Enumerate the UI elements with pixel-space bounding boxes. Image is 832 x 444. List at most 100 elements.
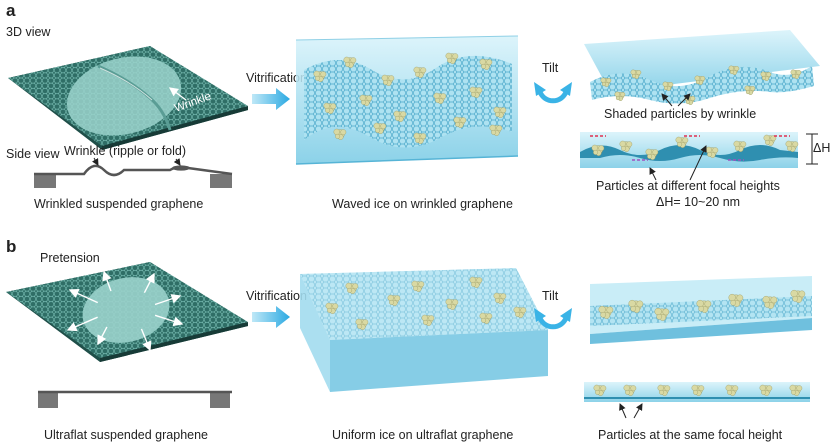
particle-group-uniform (325, 276, 527, 330)
particle (413, 132, 427, 144)
particle (759, 384, 773, 396)
support-right-flat (210, 392, 230, 408)
particle (725, 384, 739, 396)
side-view-wrinkled (34, 164, 233, 188)
particle (790, 289, 806, 303)
particle-group-waved (313, 52, 507, 144)
focal-height-markers (590, 135, 790, 161)
particle (479, 58, 493, 70)
step-tilt-a: Tilt (542, 61, 559, 75)
particle (333, 128, 347, 140)
caption-delta-h-range: ΔH= 10~20 nm (656, 195, 740, 209)
support-left-flat (38, 392, 58, 408)
particle (445, 52, 459, 64)
pretension-arrows (66, 270, 184, 352)
particle (760, 71, 772, 81)
particle (628, 299, 644, 313)
waved-ice-side-strip (580, 132, 799, 168)
particle (313, 70, 327, 82)
particle (662, 81, 674, 91)
particle (705, 146, 719, 158)
particle (343, 56, 357, 68)
particle (325, 302, 339, 314)
caption-same-focal-height: Particles at the same focal height (598, 428, 783, 442)
step-tilt-b: Tilt (542, 289, 559, 303)
particle-group-tilted-b (598, 289, 806, 321)
particle (413, 66, 427, 78)
particle (421, 314, 435, 326)
caption-ultraflat-graphene: Ultraflat suspended graphene (44, 428, 208, 442)
label-pretension: Pretension (40, 251, 100, 265)
particle (411, 280, 425, 292)
particle-group-strip-b (593, 384, 803, 396)
suspended-graphene-circle (66, 56, 182, 136)
caption-waved-ice: Waved ice on wrinkled graphene (332, 197, 513, 211)
wrinkle-pointer (168, 87, 187, 101)
particle (645, 148, 659, 160)
particle (728, 293, 744, 307)
particle (445, 298, 459, 310)
particle (696, 299, 712, 313)
wrinkled-graphene-sheet (8, 46, 248, 150)
particle (789, 384, 803, 396)
particle (598, 305, 614, 319)
particle (593, 384, 607, 396)
pretension-arrow (66, 316, 98, 332)
tilted-uniform-ice (590, 276, 812, 344)
particle (790, 69, 802, 79)
particle (657, 384, 671, 396)
panel-a-letter: a (6, 1, 16, 20)
step-vitrification-b: Vitrification (246, 289, 307, 303)
suspended-graphene-circle-flat (82, 277, 170, 343)
support-right (210, 174, 232, 188)
pretension-arrow (140, 328, 152, 352)
particle (600, 77, 612, 87)
particle (762, 295, 778, 309)
particle (469, 276, 483, 288)
particle (728, 65, 740, 75)
vitrification-arrow-b (252, 306, 290, 328)
particle (453, 116, 467, 128)
particle (763, 134, 777, 146)
particle (675, 136, 689, 148)
tilted-waved-ice (584, 30, 820, 105)
pretension-arrow (154, 314, 184, 327)
particle (469, 86, 483, 98)
particle (691, 384, 705, 396)
panel-b-letter: b (6, 237, 16, 256)
uniform-ice-block (300, 268, 548, 392)
particle (345, 282, 359, 294)
particle (387, 294, 401, 306)
caption-different-focal-heights: Particles at different focal heights (596, 179, 780, 193)
pretension-arrow (102, 270, 112, 292)
pretension-arrow (68, 289, 99, 304)
particle (630, 69, 642, 79)
support-left (34, 174, 56, 188)
particle (744, 85, 756, 95)
tilt-arrow-a (537, 90, 569, 104)
particle (591, 144, 605, 156)
particle (785, 140, 799, 152)
particle-group-strip-a (591, 134, 799, 160)
caption-uniform-ice: Uniform ice on ultraflat graphene (332, 428, 513, 442)
caption-wrinkled-suspended-graphene: Wrinkled suspended graphene (34, 197, 203, 211)
particle (489, 124, 503, 136)
label-3d-view: 3D view (6, 25, 51, 39)
particle (393, 110, 407, 122)
uniform-ice-side-strip (584, 382, 810, 402)
particle (479, 312, 493, 324)
label-shaded-particles: Shaded particles by wrinkle (604, 107, 756, 121)
particle (614, 91, 626, 101)
particle (381, 74, 395, 86)
pretension-arrow (97, 326, 108, 346)
particle (694, 75, 706, 85)
particle (733, 140, 747, 152)
particle (493, 106, 507, 118)
step-vitrification-a: Vitrification (246, 71, 307, 85)
particle (513, 306, 527, 318)
pretension-arrow (143, 272, 155, 293)
particle (433, 92, 447, 104)
tilt-arrow-b (537, 316, 569, 330)
particle (623, 384, 637, 396)
